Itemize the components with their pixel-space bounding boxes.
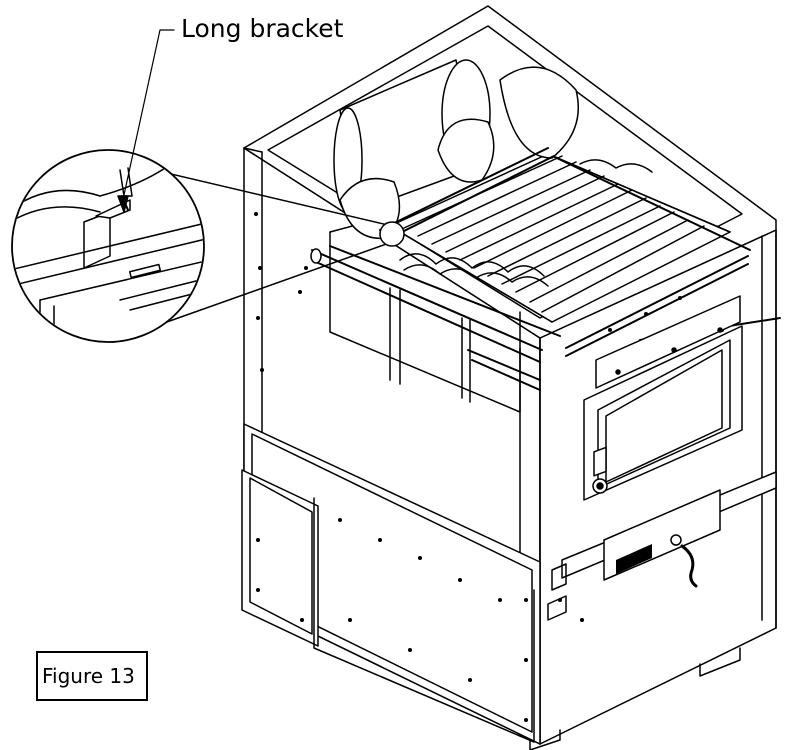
cabinet-feet bbox=[530, 648, 740, 750]
detail-zoom bbox=[10, 162, 210, 340]
callout-leader bbox=[118, 30, 174, 212]
detail-callout bbox=[10, 150, 404, 342]
baffle-coils bbox=[400, 160, 652, 286]
long-bracket-label: Long bracket bbox=[181, 14, 344, 43]
ash-door bbox=[548, 490, 720, 620]
deflector-shields bbox=[340, 67, 578, 238]
figure-caption: Figure 13 bbox=[36, 651, 148, 701]
lower-panel bbox=[242, 424, 540, 744]
firebox-opening bbox=[330, 216, 520, 412]
long-bracket-rails bbox=[380, 148, 780, 356]
